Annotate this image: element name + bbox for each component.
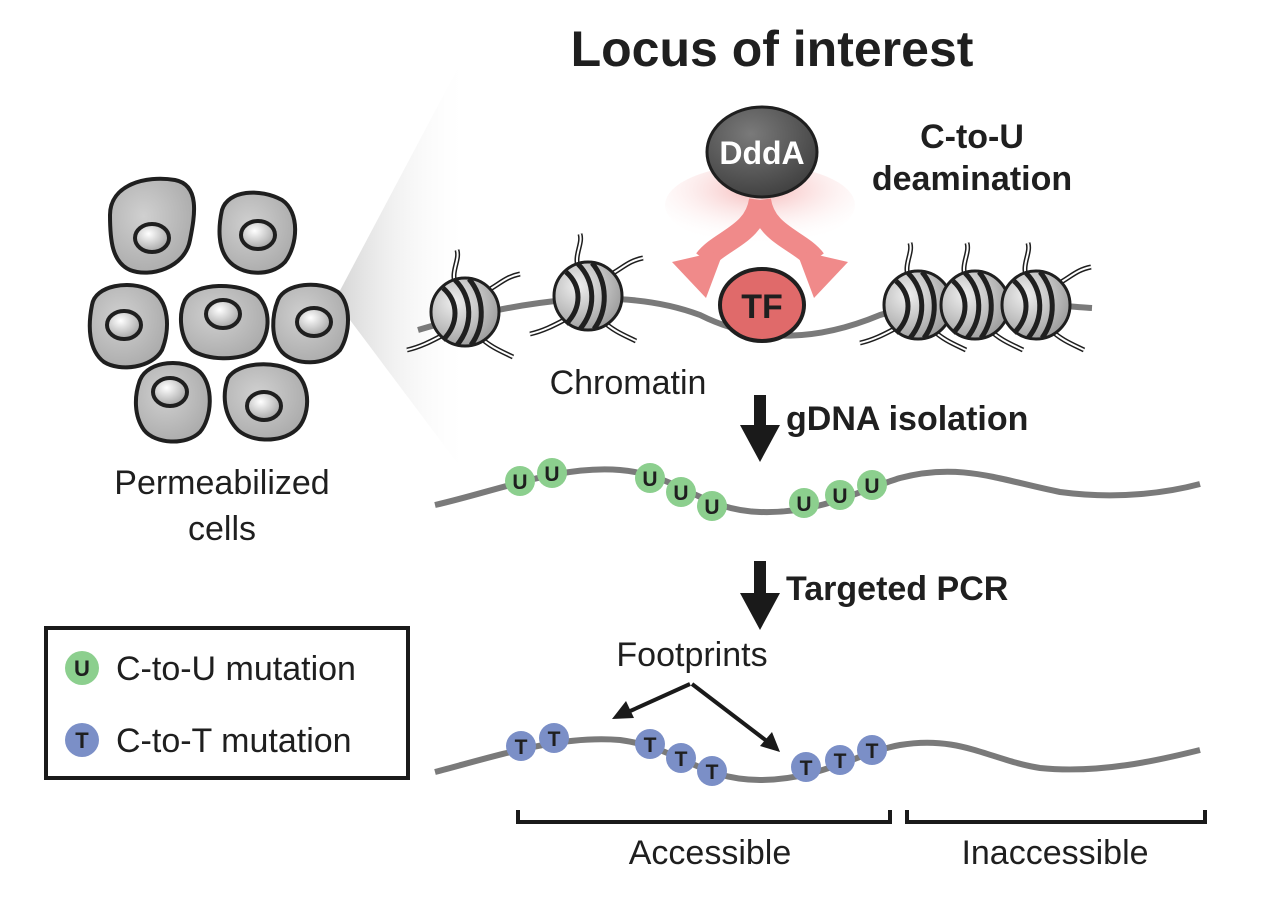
cell (87, 283, 169, 370)
legend-u-text: C-to-U mutation (116, 650, 356, 688)
svg-text:T: T (834, 750, 847, 773)
footprints-arrowhead-left (612, 701, 634, 719)
gdna-line (434, 466, 1201, 516)
svg-text:U: U (642, 468, 657, 491)
legend-u-letter: U (74, 656, 90, 681)
cell (133, 360, 212, 444)
cells-label-line1: Permeabilized (114, 464, 329, 502)
tf-label: TF (741, 288, 783, 326)
legend-t-swatch (65, 723, 99, 757)
nucleosome (1000, 242, 1092, 353)
svg-text:U: U (673, 482, 688, 505)
cell (178, 284, 270, 361)
svg-text:T: T (548, 728, 561, 751)
step-arrow-1-head (740, 425, 780, 462)
ddda-enzyme (705, 105, 819, 199)
legend-item-t: T C-to-T mutation (65, 722, 352, 760)
svg-text:T: T (675, 748, 688, 771)
inaccessible-label: Inaccessible (961, 834, 1148, 872)
u-mark: U (697, 491, 727, 521)
footprints-arrow-right (690, 682, 770, 744)
footprints-arrow-left (627, 682, 691, 714)
u-mark: U (789, 488, 819, 518)
t-mark: T (666, 743, 696, 773)
t-mark: T (635, 729, 665, 759)
t-mark: T (697, 756, 727, 786)
step-arrow-2-shaft (754, 561, 766, 595)
cell (217, 190, 298, 275)
tf-protein (718, 267, 806, 343)
t-mark: T (825, 745, 855, 775)
svg-text:U: U (544, 463, 559, 486)
footprints-label: Footprints (616, 636, 767, 674)
inaccessible-bracket (905, 810, 1207, 824)
t-mark: T (857, 735, 887, 765)
svg-text:T: T (644, 734, 657, 757)
step-arrow-2-head (740, 593, 780, 630)
legend-t-letter: T (75, 728, 89, 753)
legend-u-swatch (65, 651, 99, 685)
svg-text:T: T (800, 757, 813, 780)
svg-text:T: T (706, 761, 719, 784)
svg-text:U: U (832, 485, 847, 508)
u-mark: U (666, 477, 696, 507)
legend-item-u: U C-to-U mutation (65, 650, 356, 688)
footprints-arrowhead-right (760, 732, 780, 752)
svg-text:T: T (866, 740, 879, 763)
cell (222, 362, 310, 442)
t-mark: T (506, 731, 536, 761)
chromatin-label: Chromatin (550, 364, 707, 402)
cell-group (87, 176, 350, 444)
cells-label-line2: cells (188, 510, 256, 548)
step-arrow-1-shaft (754, 395, 766, 427)
accessible-label: Accessible (629, 834, 792, 872)
svg-text:U: U (796, 493, 811, 516)
deamination-label-line2: deamination (872, 160, 1072, 198)
u-mark: U (825, 480, 855, 510)
step1-label: gDNA isolation (786, 400, 1028, 438)
legend-box (44, 626, 410, 780)
ddda-label: DddA (719, 135, 804, 171)
u-mark: U (857, 470, 887, 500)
svg-text:U: U (512, 471, 527, 494)
pink-arrowhead-left (672, 250, 724, 298)
cell (271, 282, 350, 365)
pink-arrowhead-right (796, 250, 848, 298)
u-mark: U (537, 458, 567, 488)
nucleosome (406, 249, 521, 360)
legend-t-text: C-to-T mutation (116, 722, 352, 760)
svg-text:T: T (515, 736, 528, 759)
accessible-bracket (516, 810, 892, 824)
zoom-wedge (335, 45, 470, 480)
u-mark: U (635, 463, 665, 493)
deamination-label-line1: C-to-U (920, 118, 1024, 156)
u-mark: U (505, 466, 535, 496)
page-title: Locus of interest (571, 21, 974, 77)
t-mark: T (539, 723, 569, 753)
nucleosome (529, 233, 644, 344)
cell (107, 176, 197, 275)
nucleosome (939, 242, 1025, 353)
svg-text:U: U (864, 475, 879, 498)
t-mark: T (791, 752, 821, 782)
svg-text:U: U (704, 496, 719, 519)
step2-label: Targeted PCR (786, 570, 1008, 608)
